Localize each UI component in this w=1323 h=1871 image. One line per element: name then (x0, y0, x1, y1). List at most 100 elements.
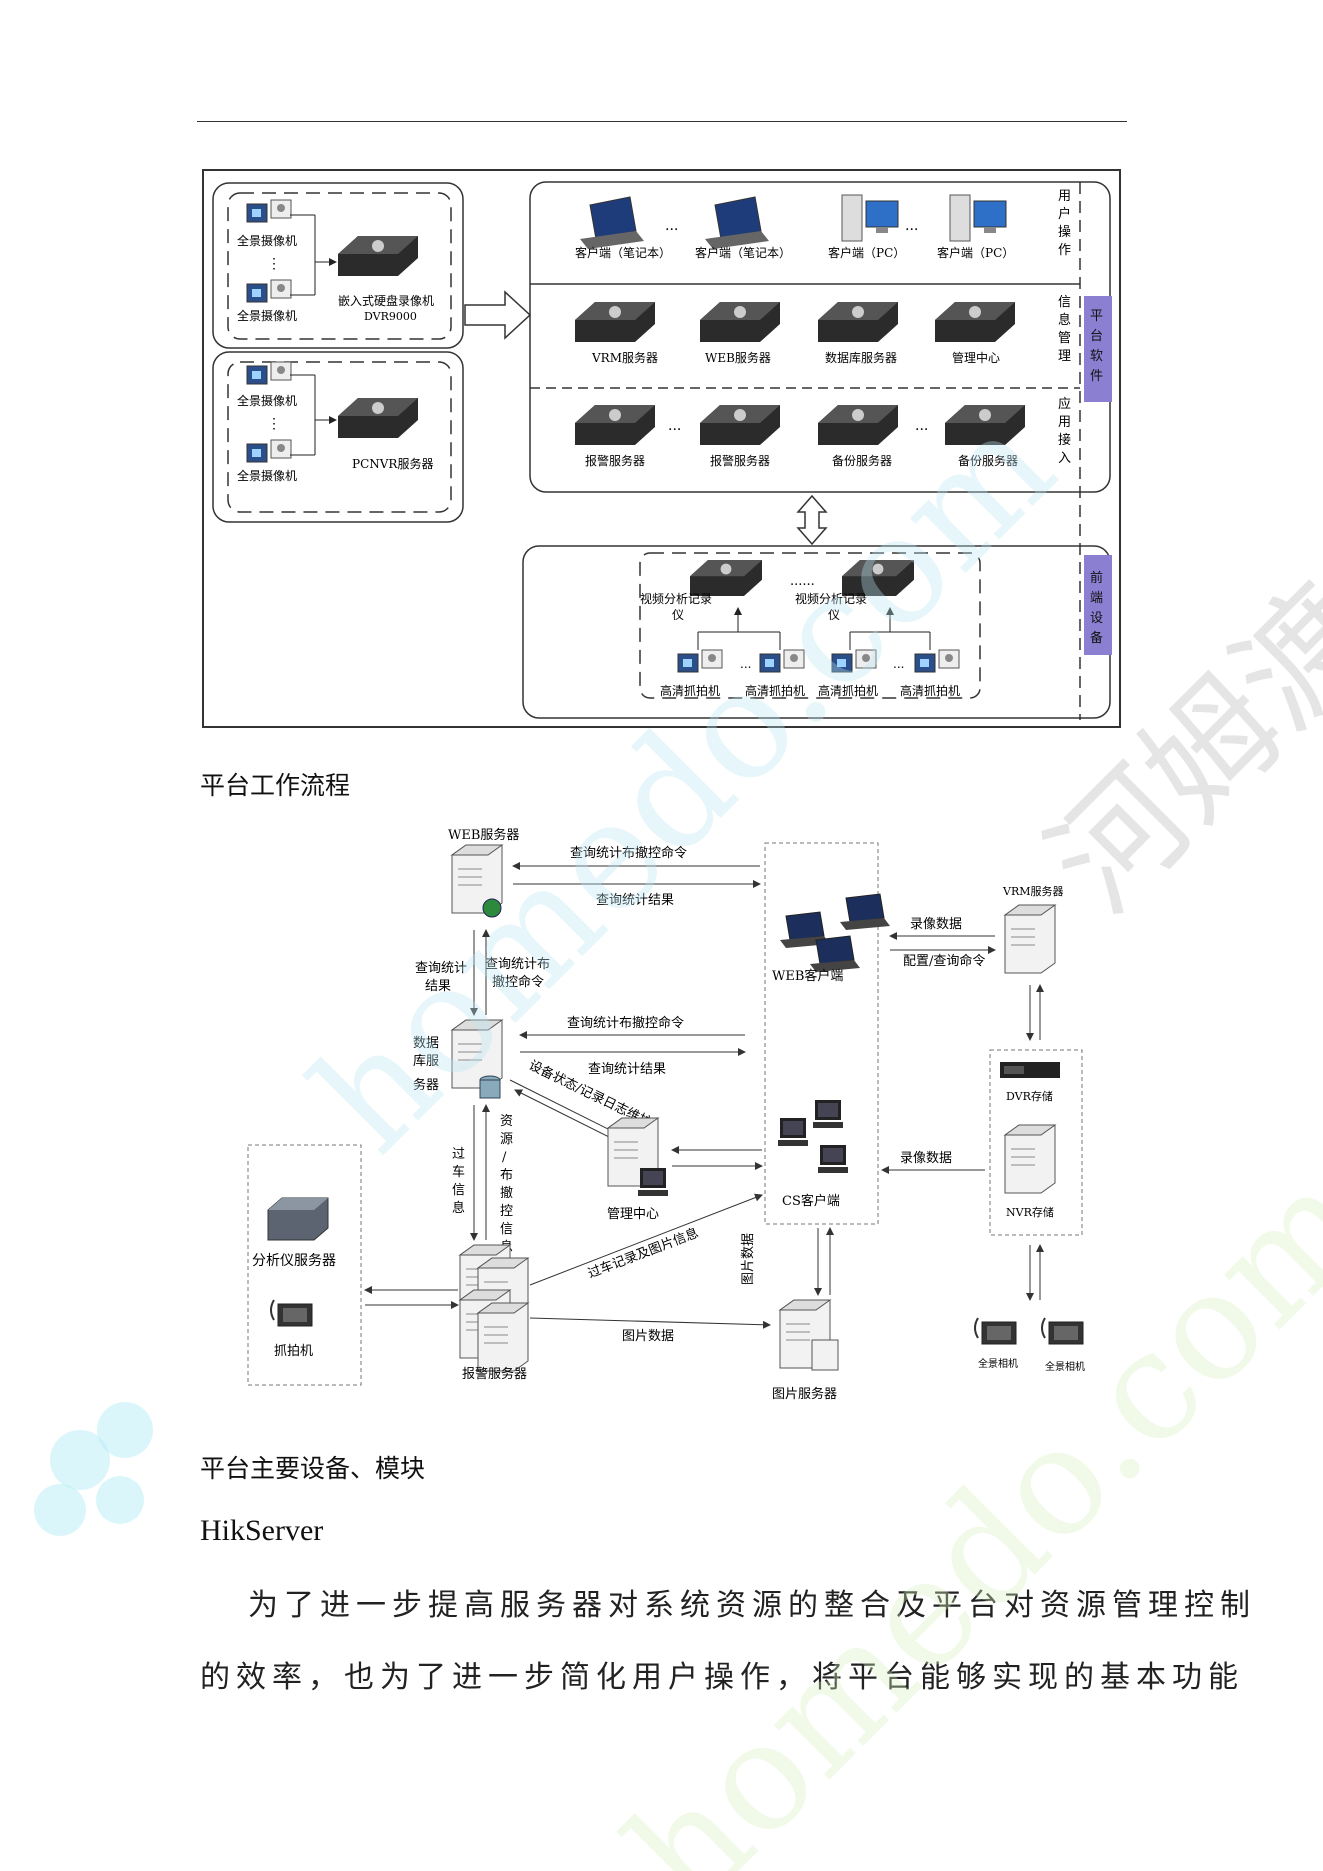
vehicle-info-label: 过 车 信 息 (452, 1147, 465, 1216)
analyzer-label-2: 视频分析记录 (795, 591, 867, 606)
svg-text:前: 前 (1090, 570, 1103, 586)
dvr-model: DVR9000 (364, 310, 417, 323)
svg-text:理: 理 (1058, 349, 1071, 364)
db-cmd-label: 查询统计布撤控命令 (567, 1015, 684, 1031)
svg-text:布: 布 (500, 1168, 513, 1183)
svg-text:撤: 撤 (500, 1185, 513, 1201)
alarm-server-label: 报警服务器 (462, 1366, 527, 1382)
svg-text:库服: 库服 (413, 1053, 439, 1069)
svg-text:...: ... (915, 418, 928, 434)
vrm-server-label: VRM服务器 (1002, 885, 1064, 898)
hd-cam-label-4: 高清抓拍机 (900, 683, 960, 698)
image-data-label: 图片数据 (622, 1329, 674, 1344)
svg-text:撤控命令: 撤控命令 (492, 974, 544, 990)
pano-camera-label-1: 全景相机 (978, 1357, 1018, 1370)
server-label-backup-2: 备份服务器 (958, 453, 1018, 468)
server-label-alarm-2: 报警服务器 (710, 453, 770, 468)
client-label-3: 客户端（PC） (828, 245, 905, 260)
subheading-hikserver: HikServer (200, 1514, 324, 1547)
web-server-label: WEB服务器 (448, 827, 519, 843)
svg-text:...: ... (665, 218, 678, 234)
svg-text:资: 资 (500, 1114, 513, 1129)
pcnvr-label: PCNVR服务器 (352, 456, 433, 471)
config-cmd-label: 配置/查询命令 (903, 953, 985, 969)
svg-text:应: 应 (1058, 396, 1071, 412)
client-label-4: 客户端（PC） (937, 245, 1014, 260)
svg-text:⋮: ⋮ (267, 256, 281, 272)
svg-text:务器: 务器 (413, 1077, 439, 1093)
image-server-label: 图片服务器 (772, 1386, 837, 1402)
hd-cam-label-2: 高清抓拍机 (745, 683, 805, 698)
svg-text:信: 信 (500, 1222, 513, 1237)
cmd-query-label: 查询统计布撤控命令 (570, 845, 687, 861)
svg-text:台: 台 (1090, 329, 1103, 344)
result-query-label: 查询统计结果 (596, 893, 674, 908)
camera-label-2: 全景摄像机 (237, 308, 297, 323)
mgmt-center-label: 管理中心 (607, 1207, 659, 1222)
svg-text:仪: 仪 (672, 608, 684, 622)
header-rule (197, 121, 1127, 122)
watermark-flower-icon (34, 1402, 153, 1536)
record-data-label-1: 录像数据 (910, 917, 962, 932)
label-user-ops-1: 用 (1058, 189, 1071, 204)
heading-workflow: 平台工作流程 (200, 771, 351, 800)
svg-text:仪: 仪 (828, 608, 840, 622)
db-server-label-1: 数据 (413, 1036, 439, 1051)
web-client-label: WEB客户端 (772, 968, 843, 984)
client-label-1: 客户端（笔记本） (575, 245, 671, 260)
camera-label-1: 全景摄像机 (237, 233, 297, 248)
svg-text:息: 息 (1058, 312, 1071, 328)
camera-label-3: 全景摄像机 (237, 393, 297, 408)
vehicle-record-label: 过车记录及图片信息 (586, 1225, 701, 1282)
svg-text:用: 用 (1058, 415, 1071, 430)
client-label-2: 客户端（笔记本） (695, 245, 791, 260)
capture-label: 抓拍机 (274, 1344, 313, 1359)
svg-text:接: 接 (1058, 432, 1071, 448)
left-result-label-1: 查询统计 (415, 961, 467, 976)
svg-text:⋮: ⋮ (267, 416, 281, 432)
svg-text:平: 平 (1090, 309, 1103, 324)
svg-text:/: / (502, 1150, 507, 1165)
svg-text:件: 件 (1090, 369, 1103, 384)
svg-text:软: 软 (1090, 349, 1103, 364)
dvr-label: 嵌入式硬盘录像机 (338, 293, 434, 308)
analyzer-server-label: 分析仪服务器 (252, 1253, 336, 1269)
left-cmd-label-1: 查询统计布 (485, 957, 550, 972)
record-data-label-2: 录像数据 (900, 1151, 952, 1166)
architecture-diagram: 全景摄像机 ⋮ 全景摄像机 嵌入式硬盘录像机 DVR9000 全景摄像机 ⋮ 全… (202, 169, 1121, 728)
image-data-vertical-label: 图片数据 (741, 1233, 756, 1285)
analyzer-label-1: 视频分析记录 (640, 591, 712, 606)
svg-text:操: 操 (1058, 224, 1071, 240)
svg-text:...: ... (740, 657, 751, 671)
server-label-backup-1: 备份服务器 (832, 453, 892, 468)
svg-text:过: 过 (452, 1147, 465, 1162)
nvr-store-label: NVR存储 (1006, 1205, 1054, 1219)
svg-text:......: ...... (790, 574, 815, 589)
server-label-db: 数据库服务器 (825, 350, 897, 365)
heading-devices: 平台主要设备、模块 (200, 1454, 426, 1483)
platform-band (1084, 296, 1112, 402)
svg-text:...: ... (905, 218, 918, 234)
pano-camera-label-2: 全景相机 (1045, 1360, 1085, 1373)
svg-text:信: 信 (452, 1183, 465, 1198)
hd-cam-label-1: 高清抓拍机 (660, 683, 720, 698)
svg-text:...: ... (668, 418, 681, 434)
server-label-mgmt: 管理中心 (952, 350, 1000, 365)
workflow-diagram: WEB服务器 WEB客户端 查询统计布撤控命令 查询统计结果 VRM服务器 录像… (247, 827, 1085, 1402)
server-label-vrm: VRM服务器 (591, 350, 658, 365)
paragraph-line-2: 的效率，也为了进一步简化用户操作，将平台能够实现的基本功能 (200, 1660, 1244, 1695)
resource-info-label: 资 源 / 布 撤 控 信 息 (500, 1114, 513, 1255)
svg-text:管: 管 (1058, 331, 1071, 346)
svg-text:入: 入 (1058, 451, 1071, 466)
cs-client-label: CS客户端 (782, 1193, 840, 1209)
camera-label-4: 全景摄像机 (237, 468, 297, 483)
svg-text:...: ... (893, 657, 904, 671)
svg-text:信: 信 (1058, 295, 1071, 310)
db-result-label: 查询统计结果 (588, 1062, 666, 1077)
svg-text:端: 端 (1090, 591, 1103, 606)
svg-text:设: 设 (1090, 611, 1103, 626)
hd-cam-label-3: 高清抓拍机 (818, 683, 878, 698)
svg-text:控: 控 (500, 1204, 513, 1219)
dvr-store-label: DVR存储 (1006, 1089, 1053, 1103)
